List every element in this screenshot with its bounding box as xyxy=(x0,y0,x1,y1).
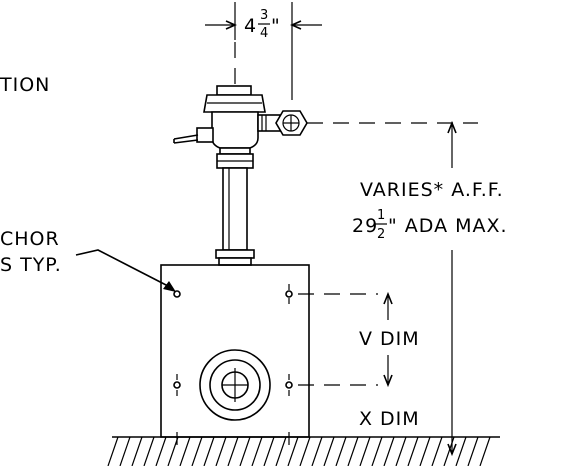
floor-hatch-line xyxy=(299,436,311,467)
floor-hatch-line xyxy=(407,436,419,467)
floor-hatch-line xyxy=(203,436,215,467)
floor-hatch-line xyxy=(347,436,359,467)
flush-tube xyxy=(222,167,248,251)
spud-nut-lower xyxy=(218,257,252,266)
anchor-label-line2: S TYP. xyxy=(0,254,62,276)
floor-hatch-line xyxy=(275,436,287,467)
dimension-arrow-right xyxy=(290,20,302,30)
outlet-ring-outer xyxy=(199,349,271,421)
floor xyxy=(107,436,500,467)
floor-hatch-line xyxy=(479,436,491,467)
anchor-hole-top-right xyxy=(285,290,293,298)
floor-hatch-line xyxy=(107,436,119,467)
floor-hatch-line xyxy=(335,436,347,467)
floor-hatch-line xyxy=(431,436,443,467)
height-dimension: VARIES* A.F.F. 29 1 2 " ADA MAX. xyxy=(352,120,508,457)
floor-hatch-line xyxy=(227,436,239,467)
floor-hatch-line xyxy=(323,436,335,467)
floor-hatch-line xyxy=(263,436,275,467)
floor-hatch-line xyxy=(143,436,155,467)
handle-lever xyxy=(173,134,199,140)
ada-rest: " ADA MAX. xyxy=(388,215,508,237)
top-dim-whole: 4 xyxy=(244,15,257,37)
anchor-leader xyxy=(75,249,169,287)
dimension-arrow-left xyxy=(225,20,237,30)
floor-hatch-line xyxy=(155,436,167,467)
varies-label: VARIES* A.F.F. xyxy=(360,179,504,201)
top-dim-unit: " xyxy=(271,15,281,37)
x-dim-label: X DIM xyxy=(359,408,420,430)
anchor-label-line1: CHOR xyxy=(0,228,60,250)
spud-nut xyxy=(215,249,255,259)
flush-valve xyxy=(173,85,308,266)
floor-hatch-line xyxy=(215,436,227,467)
floor-hatch-line xyxy=(131,436,143,467)
floor-hatch-line xyxy=(395,436,407,467)
v-dim-arrow-top xyxy=(383,291,393,305)
anchor-hole-top-left xyxy=(173,290,181,298)
fixture-box xyxy=(160,264,310,445)
ada-whole: 29 xyxy=(352,215,378,237)
floor-hatch-line xyxy=(419,436,431,467)
partial-label: TION xyxy=(0,74,50,96)
top-dim-denominator: 4 xyxy=(260,26,268,41)
floor-hatching xyxy=(107,436,491,467)
handle-lever-lower xyxy=(173,139,199,144)
ada-denominator: 2 xyxy=(377,227,385,242)
floor-hatch-line xyxy=(251,436,263,467)
valve-cap-top xyxy=(216,85,252,96)
valve-body xyxy=(211,111,259,149)
floor-hatch-line xyxy=(467,436,479,467)
v-dimension: V DIM xyxy=(359,291,420,388)
floor-hatch-line xyxy=(311,436,323,467)
top-dim-numerator: 3 xyxy=(260,8,268,23)
floor-hatch-line xyxy=(287,436,299,467)
handle-coupling xyxy=(196,127,214,143)
floor-hatch-line xyxy=(167,436,179,467)
floor-hatch-line xyxy=(191,436,203,467)
anchor-hole-bottom-left xyxy=(173,381,181,389)
height-arrow-bottom xyxy=(447,443,457,457)
v-dim-label: V DIM xyxy=(359,328,420,350)
floor-hatch-line xyxy=(239,436,251,467)
floor-hatch-line xyxy=(179,436,191,467)
floor-hatch-line xyxy=(455,436,467,467)
floor-hatch-line xyxy=(359,436,371,467)
floor-hatch-line xyxy=(371,436,383,467)
tailpiece-nut-top xyxy=(219,147,251,155)
floor-hatch-line xyxy=(119,436,131,467)
top-width-dimension: 4 3 4 " xyxy=(205,2,322,100)
anchor-note: CHOR S TYP. xyxy=(0,228,176,292)
floor-hatch-line xyxy=(383,436,395,467)
floor-hatch-line xyxy=(443,436,455,467)
outlet-ring-inner xyxy=(209,359,261,411)
v-dim-arrow-bottom xyxy=(383,374,393,388)
carrier-box-outline xyxy=(160,264,310,438)
ada-numerator: 1 xyxy=(377,208,385,223)
anchor-leader-arrow xyxy=(163,281,176,292)
anchor-hole-bottom-right xyxy=(285,381,293,389)
height-arrow-top xyxy=(447,120,457,134)
